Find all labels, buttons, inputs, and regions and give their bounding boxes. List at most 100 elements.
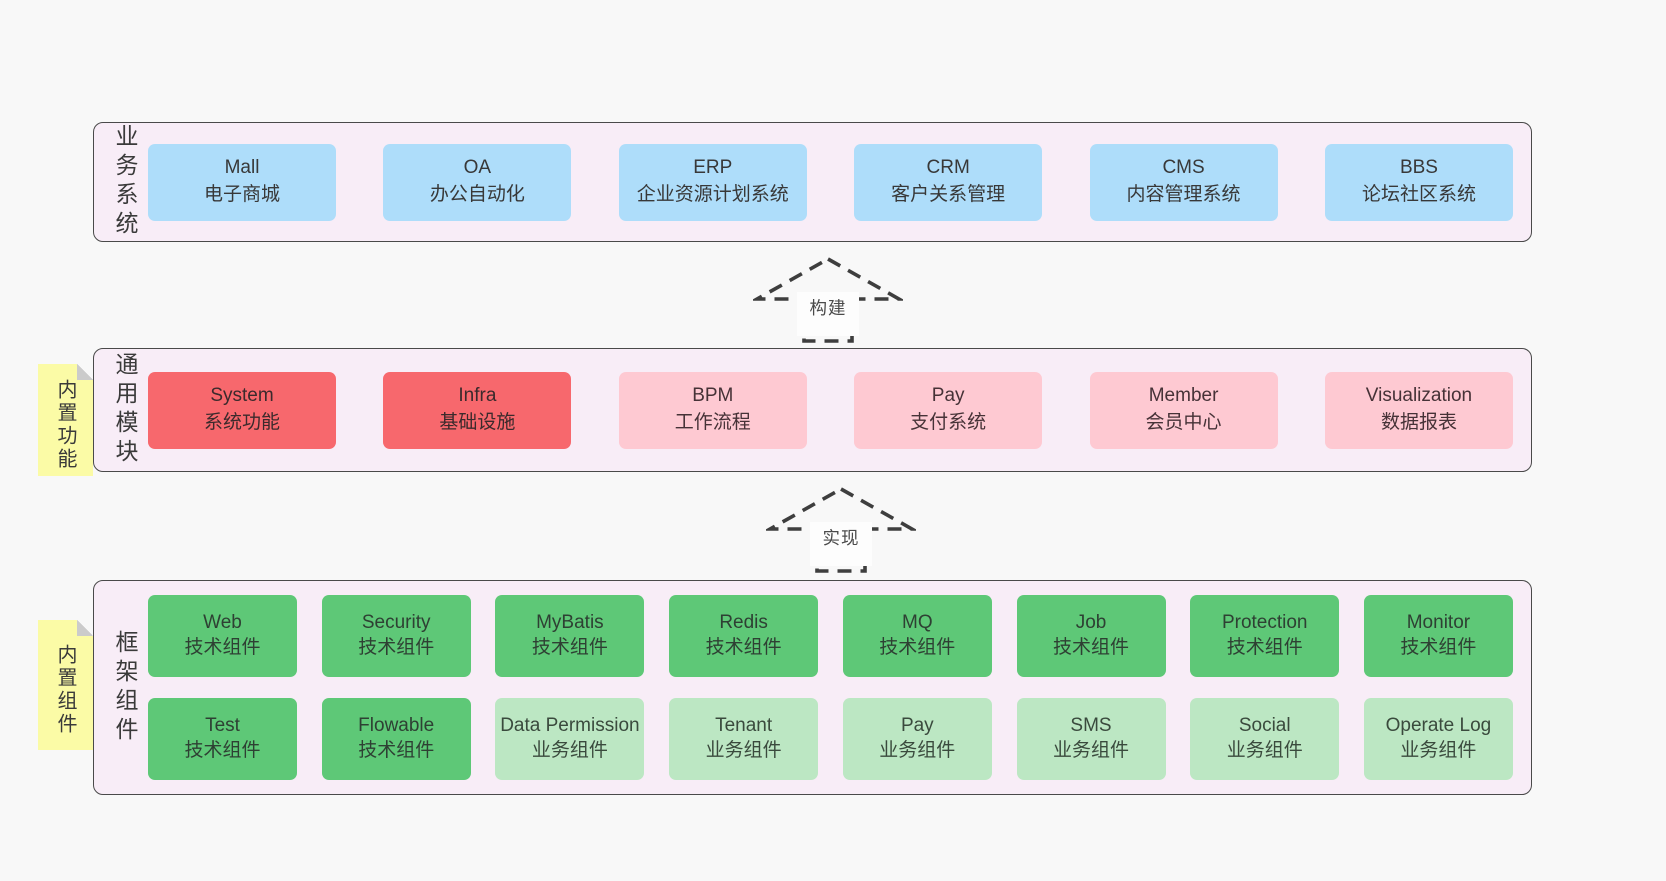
box-crm: CRM 客户关系管理: [854, 143, 1043, 221]
box-mq: MQ 技术组件: [842, 595, 992, 677]
framework-boxes-row-1: Web 技术组件 Security 技术组件 MyBatis 技术组件 Redi…: [148, 595, 1513, 677]
box-data-permission: Data Permission 业务组件: [495, 698, 645, 780]
box-erp: ERP 企业资源计划系统: [618, 143, 807, 221]
box-title: Web: [203, 612, 242, 634]
box-subtitle: 业务组件: [1400, 740, 1477, 761]
box-cms: CMS 内容管理系统: [1089, 143, 1278, 221]
modules-boxes-row: System 系统功能 Infra 基础设施 BPM 工作流程 Pay 支付系统…: [148, 371, 1513, 449]
box-system: System 系统功能: [148, 371, 336, 449]
box-title: Monitor: [1406, 612, 1471, 634]
box-title: CMS: [1162, 157, 1205, 179]
box-title: Operate Log: [1385, 715, 1492, 737]
box-subtitle: 办公自动化: [429, 184, 525, 205]
dashed-up-arrow-icon: [753, 256, 903, 343]
box-title: Visualization: [1365, 385, 1473, 407]
section-framework-components: 框架组件 Web 技术组件 Security 技术组件 MyBatis 技术组件…: [93, 580, 1532, 795]
business-boxes-area: Mall 电子商城 OA 办公自动化 ERP 企业资源计划系统 CRM 客户关系…: [142, 143, 1513, 221]
box-subtitle: 工作流程: [674, 412, 751, 433]
box-subtitle: 技术组件: [1226, 637, 1303, 658]
box-sms: SMS 业务组件: [1016, 698, 1166, 780]
box-monitor: Monitor 技术组件: [1363, 595, 1513, 677]
box-subtitle: 企业资源计划系统: [636, 184, 789, 205]
box-title: BBS: [1399, 157, 1438, 179]
box-security: Security 技术组件: [321, 595, 471, 677]
sticky-note-builtin-features: 内置功能: [38, 364, 93, 476]
box-subtitle: 会员中心: [1145, 412, 1222, 433]
box-subtitle: 技术组件: [1400, 637, 1477, 658]
box-title: BPM: [692, 385, 734, 407]
note-fold-corner-icon: [77, 620, 93, 636]
box-title: Pay: [931, 385, 965, 407]
box-title: System: [210, 385, 274, 407]
box-subtitle: 论坛社区系统: [1361, 184, 1476, 205]
note-label: 内置功能: [54, 379, 76, 471]
box-subtitle: 业务组件: [531, 740, 608, 761]
box-member: Member 会员中心: [1089, 371, 1278, 449]
box-subtitle: 技术组件: [1053, 637, 1130, 658]
framework-boxes-row-2: Test 技术组件 Flowable 技术组件 Data Permission …: [148, 698, 1513, 780]
box-subtitle: 内容管理系统: [1126, 184, 1241, 205]
box-title: Pay: [900, 715, 934, 737]
modules-boxes-area: System 系统功能 Infra 基础设施 BPM 工作流程 Pay 支付系统…: [142, 371, 1513, 449]
box-subtitle: 业务组件: [1053, 740, 1130, 761]
box-bpm: BPM 工作流程: [618, 371, 807, 449]
business-boxes-row: Mall 电子商城 OA 办公自动化 ERP 企业资源计划系统 CRM 客户关系…: [148, 143, 1513, 221]
box-visualization: Visualization 数据报表: [1324, 371, 1513, 449]
build-arrow-label: 构建: [797, 292, 859, 336]
box-subtitle: 技术组件: [358, 740, 435, 761]
box-title: Security: [361, 612, 431, 634]
box-protection: Protection 技术组件: [1190, 595, 1340, 677]
box-subtitle: 电子商城: [203, 184, 280, 205]
framework-boxes-area: Web 技术组件 Security 技术组件 MyBatis 技术组件 Redi…: [142, 595, 1513, 780]
box-subtitle: 技术组件: [531, 637, 608, 658]
section-label-framework: 框架组件: [112, 629, 138, 746]
box-web: Web 技术组件: [148, 595, 297, 677]
box-title: Data Permission: [500, 715, 640, 737]
note-fold-corner-icon: [77, 364, 93, 380]
box-title: CRM: [926, 157, 970, 179]
box-redis: Redis 技术组件: [669, 595, 819, 677]
box-title: Redis: [719, 612, 768, 634]
box-title: Social: [1238, 715, 1291, 737]
section-label-modules: 通用模块: [112, 352, 138, 468]
box-subtitle: 业务组件: [1226, 740, 1303, 761]
box-job: Job 技术组件: [1016, 595, 1166, 677]
box-title: Test: [205, 715, 240, 737]
box-title: Infra: [458, 385, 497, 407]
box-flowable: Flowable 技术组件: [321, 698, 471, 780]
box-title: Tenant: [715, 715, 773, 737]
box-title: MQ: [902, 612, 933, 634]
box-pay-component: Pay 业务组件: [842, 698, 992, 780]
box-title: OA: [463, 157, 492, 179]
box-title: Flowable: [358, 715, 435, 737]
box-tenant: Tenant 业务组件: [669, 698, 819, 780]
box-social: Social 业务组件: [1190, 698, 1340, 780]
box-subtitle: 业务组件: [879, 740, 956, 761]
section-common-modules: 通用模块 System 系统功能 Infra 基础设施 BPM 工作流程 Pay…: [93, 348, 1532, 472]
box-subtitle: 技术组件: [879, 637, 956, 658]
box-subtitle: 系统功能: [203, 412, 280, 433]
dashed-up-arrow-icon: [766, 486, 916, 573]
box-mall: Mall 电子商城: [148, 143, 336, 221]
box-subtitle: 业务组件: [705, 740, 782, 761]
box-title: MyBatis: [536, 612, 604, 634]
box-subtitle: 基础设施: [439, 412, 516, 433]
box-mybatis: MyBatis 技术组件: [495, 595, 645, 677]
note-label: 内置组件: [54, 644, 76, 736]
box-subtitle: 客户关系管理: [891, 184, 1006, 205]
box-test: Test 技术组件: [148, 698, 297, 780]
box-subtitle: 支付系统: [910, 412, 987, 433]
box-subtitle: 技术组件: [184, 740, 261, 761]
box-infra: Infra 基础设施: [383, 371, 572, 449]
box-oa: OA 办公自动化: [383, 143, 572, 221]
box-title: Protection: [1221, 612, 1308, 634]
box-title: Job: [1075, 612, 1107, 634]
box-subtitle: 技术组件: [358, 637, 435, 658]
box-title: Member: [1148, 385, 1219, 407]
box-subtitle: 技术组件: [705, 637, 782, 658]
box-title: Mall: [224, 157, 260, 179]
box-title: ERP: [693, 157, 733, 179]
box-bbs: BBS 论坛社区系统: [1324, 143, 1513, 221]
build-arrow: 构建: [753, 256, 903, 344]
